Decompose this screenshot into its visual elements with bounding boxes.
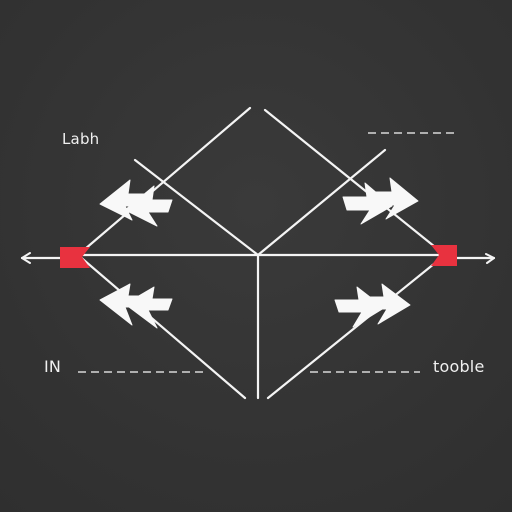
bottom-right-diagonal	[266, 253, 447, 400]
inner-left-diagonal	[133, 158, 260, 257]
top-left-label: Labh	[62, 130, 100, 148]
left-red-arrow-marker-icon	[60, 247, 90, 268]
left-outlet-arrow-icon	[21, 252, 31, 264]
right-red-arrow-marker-icon	[431, 245, 457, 266]
inner-right-diagonal	[256, 148, 387, 257]
double-chevron-top-left-icon	[99, 179, 173, 227]
bottom-right-label: tooble	[433, 357, 485, 376]
main-right-diagonal-up	[263, 108, 447, 257]
double-chevron-bottom-left-icon	[99, 283, 173, 329]
bottom-left-label: IN	[44, 357, 62, 376]
double-chevron-top-right-icon	[342, 177, 419, 225]
bottom-left-diagonal	[76, 253, 247, 400]
right-outlet-arrow-icon	[485, 253, 495, 264]
double-chevron-bottom-right-icon	[334, 283, 411, 328]
